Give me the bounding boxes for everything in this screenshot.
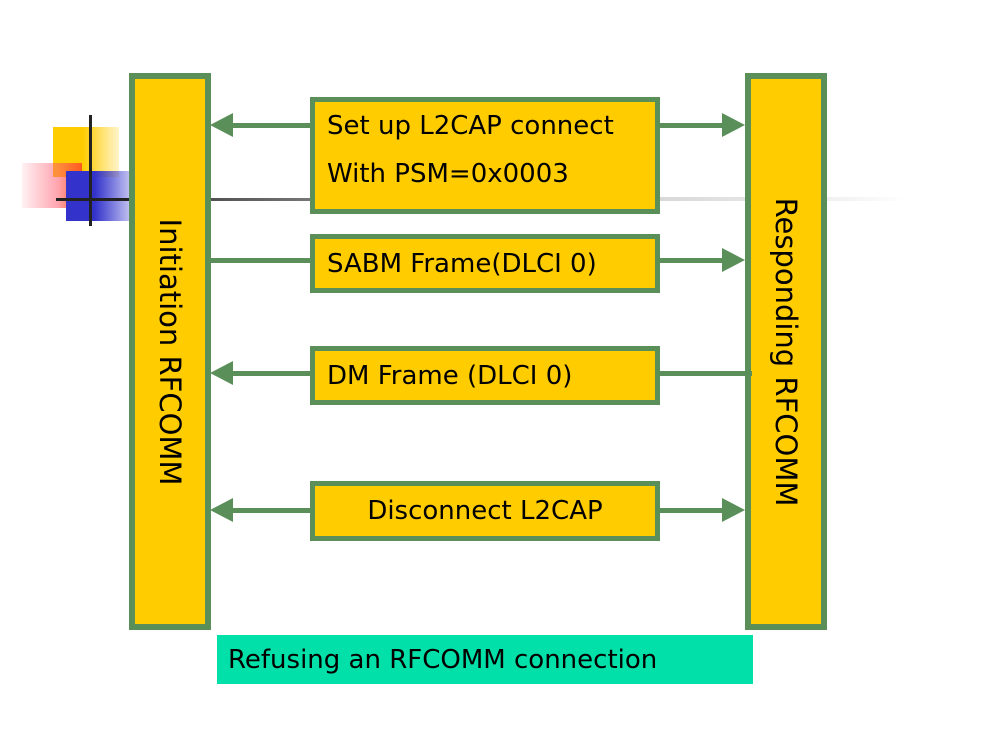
logo-blue-square (66, 171, 130, 221)
msg3-arrow-left-line (232, 371, 312, 376)
responder-lifeline: Responding RFCOMM (745, 73, 827, 630)
message-box-dm: DM Frame (DLCI 0) (310, 346, 660, 405)
msg4-arrow-right-line (658, 508, 724, 513)
message-box-l2cap-connect: Set up L2CAP connect With PSM=0x0003 (310, 97, 660, 214)
msg4-arrowhead-right-icon (722, 498, 745, 522)
logo-vertical-line (89, 115, 92, 226)
message-box-disconnect: Disconnect L2CAP (310, 481, 660, 541)
msg2-arrow-left-line (211, 258, 312, 263)
initiator-label: Initiation RFCOMM (153, 218, 187, 485)
message-line: With PSM=0x0003 (327, 159, 569, 189)
msg3-arrow-right-line (658, 371, 752, 376)
diagram-caption: Refusing an RFCOMM connection (217, 635, 753, 684)
message-box-sabm: SABM Frame(DLCI 0) (310, 234, 660, 293)
responder-label: Responding RFCOMM (769, 197, 803, 506)
msg1-arrow-right-line (658, 123, 724, 128)
msg4-arrow-left-line (232, 508, 312, 513)
initiator-lifeline: Initiation RFCOMM (129, 73, 211, 630)
title-rule-left (130, 198, 312, 201)
msg1-arrowhead-left-icon (210, 113, 233, 137)
msg1-arrow-left-line (232, 123, 312, 128)
msg2-arrow-right-line (658, 258, 724, 263)
msg1-arrowhead-right-icon (722, 113, 745, 137)
logo-horizontal-line (56, 198, 130, 201)
msg4-arrowhead-left-icon (210, 498, 233, 522)
message-line: Set up L2CAP connect (327, 111, 614, 141)
msg3-arrowhead-left-icon (210, 361, 233, 385)
msg2-arrowhead-right-icon (722, 248, 745, 272)
